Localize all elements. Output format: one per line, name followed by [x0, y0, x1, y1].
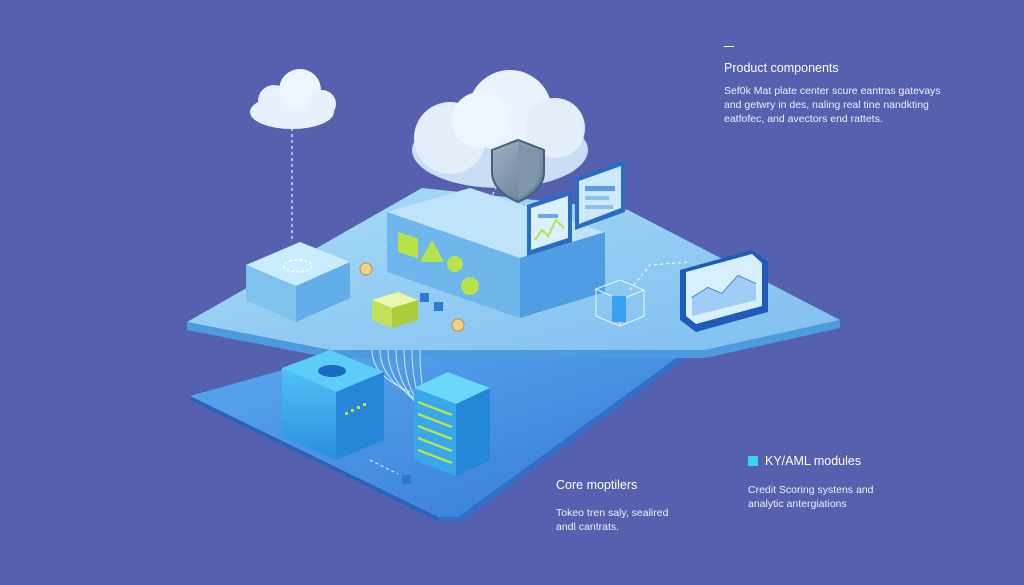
- product-components-line: and getwry in des, naling real tine nand…: [724, 99, 929, 111]
- kyc-modules-line: Credit Scoring systens and: [748, 484, 874, 496]
- dashboard-icon: [575, 160, 625, 230]
- shield-icon: [491, 138, 545, 204]
- core-modules-line: andl cantrats.: [556, 521, 620, 533]
- kyc-legend-swatch: [748, 456, 758, 466]
- core-modules-block: Core moptilers Tokeo tren saly, sealired…: [556, 478, 706, 534]
- connector-line: [369, 459, 399, 475]
- kyc-modules-line: analytic antergiations: [748, 498, 847, 510]
- server-icon: [414, 372, 490, 476]
- coin-icon: [359, 262, 465, 332]
- cash-stack-icon: [372, 292, 418, 328]
- divider: [724, 46, 734, 47]
- kyc-modules-block: KY/AML modules Credit Scoring systens an…: [748, 454, 918, 511]
- chip-icon: [246, 242, 350, 322]
- product-components-block: Product components Sef0k Mat plate cente…: [724, 46, 974, 126]
- chart-monitor-icon: [680, 250, 768, 332]
- small-cube: [402, 293, 443, 484]
- product-components-line: Sef0k Mat plate center scure eantras gat…: [724, 85, 941, 97]
- product-components-title: Product components: [724, 61, 839, 75]
- kyc-modules-title: KY/AML modules: [765, 454, 862, 468]
- analytics-cube: [594, 279, 646, 327]
- cloud-icon: [250, 69, 336, 129]
- core-modules-line: Tokeo tren saly, sealired: [556, 507, 669, 519]
- database-icon: [282, 350, 384, 460]
- product-components-line: eatfofec, and avectors end rattets.: [724, 113, 883, 125]
- dashboard-icon: [527, 190, 572, 256]
- core-modules-title: Core moptilers: [556, 478, 638, 492]
